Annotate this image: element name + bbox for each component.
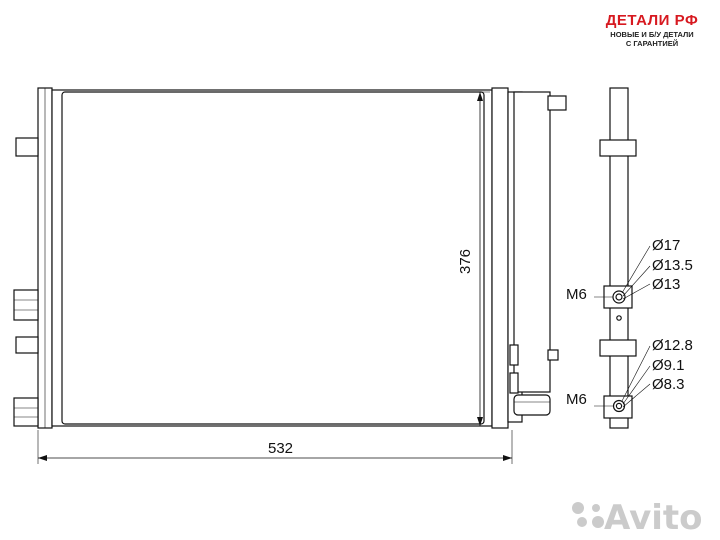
- left-brackets: [13, 137, 39, 427]
- side-view-tank: [599, 87, 637, 429]
- brand-subtitle-1: НОВЫЕ И Б/У ДЕТАЛИ: [610, 30, 694, 39]
- avito-watermark: Avito: [604, 498, 703, 538]
- upper-fitting: [594, 245, 651, 321]
- left-side-tank: [37, 87, 53, 429]
- width-label: 532: [268, 440, 293, 457]
- lower-fitting: [594, 345, 651, 413]
- height-dimension: [470, 91, 490, 427]
- brand-subtitle-2: С ГАРАНТИЕЙ: [625, 39, 679, 48]
- upper-diameter-1: Ø17: [652, 237, 680, 254]
- upper-thread-label: M6: [566, 286, 587, 303]
- height-label: 376: [457, 249, 474, 274]
- brand-logo: ДЕТАЛИ РФ НОВЫЕ И Б/У ДЕТАЛИ С ГАРАНТИЕЙ: [592, 12, 712, 48]
- upper-diameter-2: Ø13.5: [652, 257, 693, 274]
- brand-title: ДЕТАЛИ РФ: [605, 12, 699, 29]
- width-dimension: [37, 430, 513, 464]
- lower-diameter-1: Ø12.8: [652, 337, 693, 354]
- lower-thread-label: M6: [566, 391, 587, 408]
- condenser-core: [51, 89, 493, 427]
- upper-diameter-3: Ø13: [652, 276, 680, 293]
- lower-diameter-3: Ø8.3: [652, 376, 685, 393]
- watermark-dots-icon: [572, 502, 604, 528]
- right-side-tank: [491, 87, 567, 429]
- lower-diameter-2: Ø9.1: [652, 357, 685, 374]
